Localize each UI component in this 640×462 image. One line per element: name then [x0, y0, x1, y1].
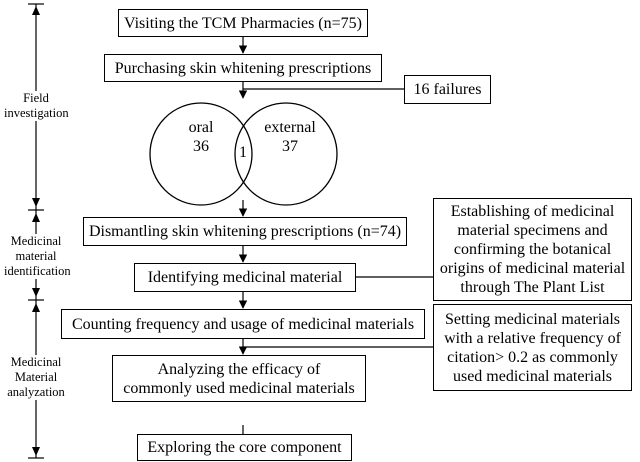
failures-box: 16 failures	[404, 75, 491, 104]
step-visiting-text: Visiting the TCM Pharmacies (n=75)	[124, 14, 362, 32]
failures-text: 16 failures	[413, 81, 482, 98]
step-analyzing-text: Analyzing the efficacy of commonly used …	[123, 360, 355, 397]
step-purchasing-text: Purchasing skin whitening prescriptions	[114, 59, 372, 77]
step-dismantling: Dismantling skin whitening prescriptions…	[83, 217, 407, 246]
oral-circle	[149, 102, 253, 206]
venn-oral-label: oral 36	[176, 118, 226, 156]
venn-diagram	[149, 102, 338, 206]
step-counting-text: Counting frequency and usage of medicina…	[71, 315, 415, 333]
stage-label-identification: Medicinal material identification	[4, 234, 71, 279]
stage-label-field: Field investigation	[4, 91, 69, 121]
note-setting-text: Setting medicinal materials with a relat…	[444, 310, 621, 385]
step-identifying: Identifying medicinal material	[134, 263, 356, 292]
step-identifying-text: Identifying medicinal material	[147, 269, 343, 286]
stage-label-analyzation: Medicinal Material analyzation	[4, 355, 68, 400]
step-exploring: Exploring the core component	[137, 434, 352, 461]
stage-arrows	[32, 6, 40, 456]
venn-external-label: external 37	[253, 118, 327, 156]
step-visiting-pharmacies: Visiting the TCM Pharmacies (n=75)	[118, 9, 368, 37]
side-connectors	[243, 88, 433, 348]
step-analyzing: Analyzing the efficacy of commonly used …	[112, 355, 366, 402]
venn-external-count: 37	[282, 138, 298, 155]
step-dismantling-text: Dismantling skin whitening prescriptions…	[88, 223, 402, 240]
venn-overlap-label: 1	[232, 143, 254, 162]
step-counting: Counting frequency and usage of medicina…	[61, 309, 425, 339]
note-establishing-text: Establishing of medicinal material speci…	[439, 203, 626, 296]
venn-overlap-count: 1	[239, 144, 247, 161]
venn-oral-text: oral	[188, 119, 214, 136]
external-circle	[234, 102, 338, 206]
venn-oral-count: 36	[193, 138, 209, 155]
note-setting-common-materials: Setting medicinal materials with a relat…	[433, 304, 632, 391]
step-purchasing-prescriptions: Purchasing skin whitening prescriptions	[104, 54, 382, 82]
venn-external-text: external	[264, 119, 316, 136]
step-exploring-text: Exploring the core component	[147, 439, 342, 456]
note-establishing-specimens: Establishing of medicinal material speci…	[433, 198, 632, 301]
